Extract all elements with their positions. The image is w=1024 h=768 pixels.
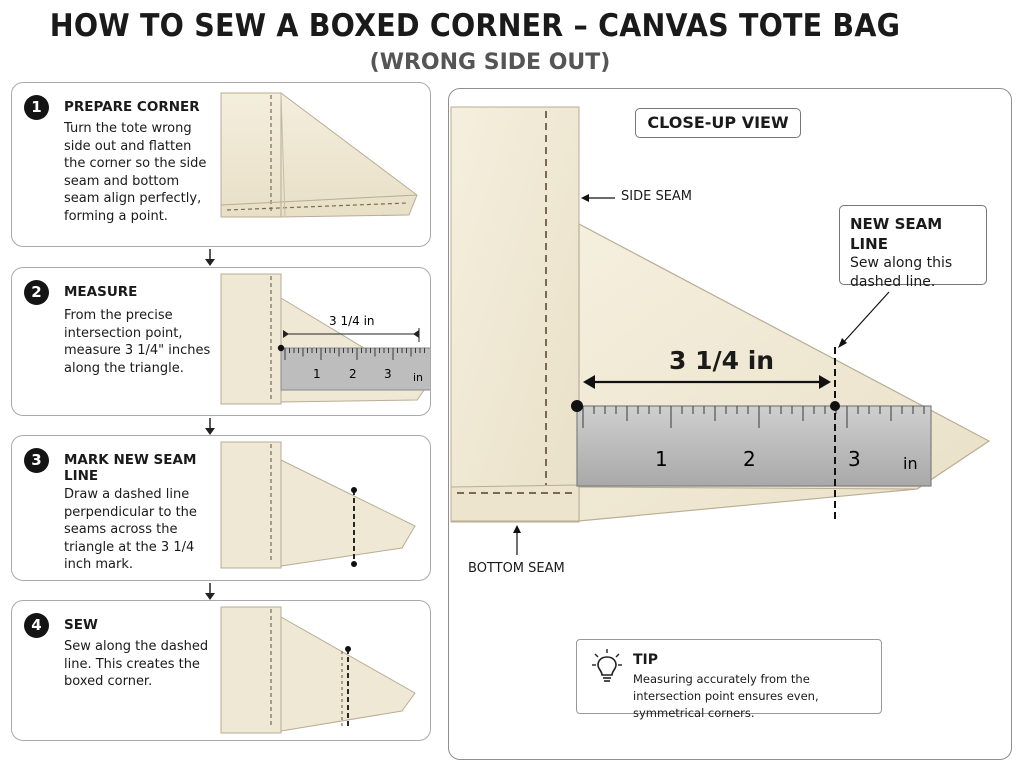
ruler-tick-label: 1	[313, 367, 321, 381]
ruler-tick-label: 2	[743, 447, 756, 471]
ruler-tick-label: 2	[349, 367, 357, 381]
page-title: HOW TO SEW A BOXED CORNER – CANVAS TOTE …	[49, 8, 901, 44]
down-arrow-icon	[205, 249, 215, 266]
step-3-illustration	[220, 441, 416, 569]
step-2-illustration: 3 1/4 in 1 2 3 in	[220, 273, 430, 405]
step-number-badge: 3	[24, 448, 49, 473]
ruler-tick-label: 3	[384, 367, 392, 381]
ruler-unit-label: in	[413, 371, 423, 384]
tip-title: TIP	[633, 652, 659, 668]
step-number-badge: 1	[24, 95, 49, 120]
ruler-tick-label: 1	[655, 447, 668, 471]
lightbulb-icon	[592, 649, 622, 682]
down-arrow-icon	[205, 418, 215, 435]
closeup-illustration: 1 2 3 in	[450, 106, 991, 555]
ruler-tick-label: 3	[848, 447, 861, 471]
step-title: MEASURE	[64, 284, 138, 300]
new-seam-text: Sew along this dashed line.	[850, 255, 953, 290]
step-number-badge: 2	[24, 280, 49, 305]
tip-box: TIP Measuring accurately from the inters…	[576, 639, 882, 720]
step-title: MARK NEW SEAM LINE	[64, 452, 197, 484]
step-text: Turn the tote wrong side out and flatten…	[64, 121, 207, 224]
new-seam-title: NEW SEAM LINE	[850, 215, 943, 253]
step-text: From the precise intersection point, mea…	[64, 308, 211, 376]
step-1-panel: 1 PREPARE CORNER Turn the tote wrong sid…	[11, 82, 431, 247]
step-title: PREPARE CORNER	[64, 99, 200, 115]
ruler-ticks	[582, 406, 925, 428]
closeup-panel: 1 2 3 in CLOSE-UP VIEW SIDE SEAM BOTTOM …	[448, 88, 1012, 760]
step-4-illustration	[220, 606, 416, 734]
side-seam-label: SIDE SEAM	[621, 189, 693, 204]
tip-text: Measuring accurately from the intersecti…	[633, 672, 819, 720]
new-seam-callout: NEW SEAM LINE Sew along this dashed line…	[839, 205, 987, 290]
bottom-seam-label: BOTTOM SEAM	[468, 561, 565, 576]
closeup-view-label: CLOSE-UP VIEW	[635, 108, 801, 138]
step-text: Draw a dashed line perpendicular to the …	[64, 487, 197, 572]
step-4-panel: 4 SEW Sew along the dashed line. This cr…	[11, 600, 431, 741]
step-2-panel: 2 MEASURE From the precise intersection …	[11, 267, 431, 416]
measurement-label: 3 1/4 in	[669, 346, 775, 375]
measurement-label: 3 1/4 in	[329, 314, 375, 328]
step-3-panel: 3 MARK NEW SEAM LINE Draw a dashed line …	[11, 435, 431, 581]
ruler-unit-label: in	[903, 454, 918, 473]
step-1-illustration	[220, 92, 418, 218]
down-arrow-icon	[205, 583, 215, 600]
step-number-badge: 4	[24, 613, 49, 638]
step-text: Sew along the dashed line. This creates …	[64, 639, 209, 689]
ruler-ticks	[284, 348, 425, 360]
step-title: SEW	[64, 617, 98, 633]
page-subtitle: (WRONG SIDE OUT)	[369, 50, 611, 75]
